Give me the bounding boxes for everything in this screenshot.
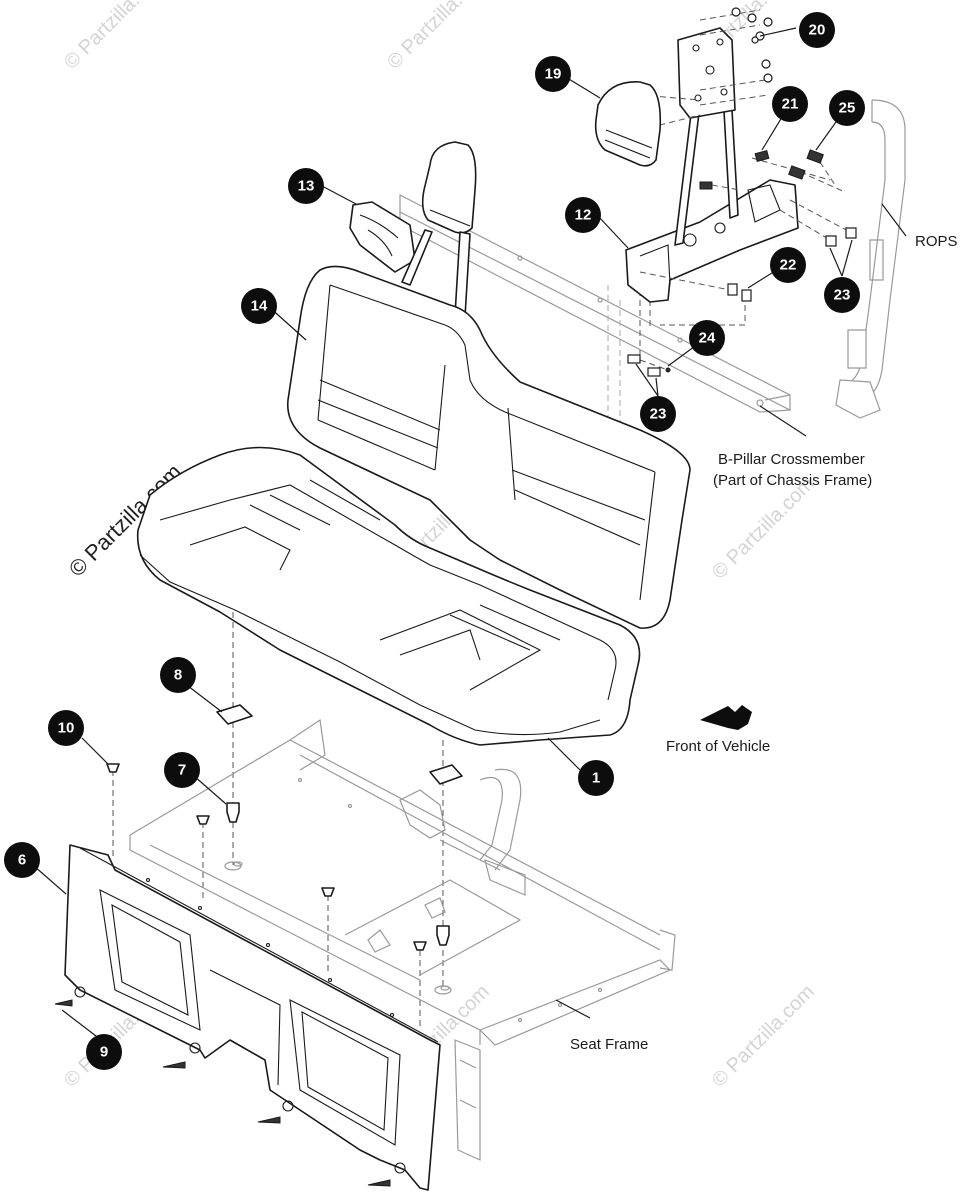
seat-bottom-1 bbox=[136, 446, 641, 746]
b-pillar-label-line1: B-Pillar Crossmember bbox=[718, 451, 865, 468]
fasteners-10 bbox=[106, 763, 427, 951]
callout-1: 1 bbox=[578, 760, 614, 796]
pads-8 bbox=[216, 704, 463, 785]
watermark: © Partzilla.com bbox=[60, 0, 171, 74]
callout-label: 23 bbox=[650, 406, 667, 423]
callout-24: 24 bbox=[689, 320, 725, 356]
callout-label: 7 bbox=[178, 762, 186, 779]
callout-label: 23 bbox=[834, 287, 851, 304]
rear-panel-6 bbox=[64, 844, 441, 1191]
nuts-23-lower bbox=[627, 354, 671, 377]
callout-10: 10 bbox=[48, 710, 84, 746]
dash-line bbox=[699, 94, 769, 106]
screw-25 bbox=[788, 149, 846, 193]
callout-label: 8 bbox=[174, 667, 182, 684]
callout-13: 13 bbox=[288, 168, 324, 204]
callout-6: 6 bbox=[4, 842, 40, 878]
watermark: © Partzilla.com bbox=[383, 0, 494, 74]
callout-20: 20 bbox=[799, 12, 835, 48]
seat-frame-label: Seat Frame bbox=[570, 1036, 648, 1053]
callout-label: 22 bbox=[780, 257, 797, 274]
rops-label: ROPS bbox=[915, 233, 958, 250]
callout-label: 12 bbox=[575, 207, 592, 224]
callout-label: 21 bbox=[782, 96, 799, 113]
callout-23-lower: 23 bbox=[640, 396, 676, 432]
dash-line bbox=[699, 24, 761, 36]
callout-label: 9 bbox=[100, 1044, 108, 1061]
callout-label: 6 bbox=[18, 852, 26, 869]
callout-label: 13 bbox=[298, 178, 315, 195]
watermark: © Partzilla.com bbox=[708, 981, 819, 1092]
callout-label: 24 bbox=[699, 330, 716, 347]
nuts-23-upper bbox=[779, 199, 857, 247]
callout-22: 22 bbox=[770, 247, 806, 283]
bracket-13 bbox=[349, 201, 416, 273]
fasteners-7 bbox=[226, 802, 450, 946]
watermark: © Partzilla.com bbox=[708, 473, 819, 584]
callout-label: 10 bbox=[58, 720, 75, 737]
callout-label: 14 bbox=[251, 298, 268, 315]
callout-label: 19 bbox=[545, 66, 562, 83]
callout-21: 21 bbox=[772, 86, 808, 122]
front-arrow-icon bbox=[700, 705, 752, 730]
callout-19: 19 bbox=[535, 56, 571, 92]
screws-9 bbox=[54, 999, 391, 1187]
callout-label: 20 bbox=[809, 22, 826, 39]
callout-7: 7 bbox=[164, 752, 200, 788]
seat-back-14 bbox=[287, 265, 691, 629]
bolts-22 bbox=[639, 271, 752, 326]
dash-line bbox=[699, 79, 766, 91]
b-pillar-label-line2: (Part of Chassis Frame) bbox=[713, 472, 872, 489]
callout-label: 25 bbox=[839, 100, 856, 117]
callout-8: 8 bbox=[160, 657, 196, 693]
screw-bracket bbox=[699, 181, 741, 191]
callout-14: 14 bbox=[241, 288, 277, 324]
rops-tube bbox=[835, 99, 906, 419]
front-of-vehicle-label: Front of Vehicle bbox=[666, 738, 770, 755]
callout-9: 9 bbox=[86, 1034, 122, 1070]
callout-12: 12 bbox=[565, 197, 601, 233]
headrest-mount-plate bbox=[677, 27, 736, 119]
dash-line bbox=[699, 9, 761, 21]
callout-23-upper: 23 bbox=[824, 277, 860, 313]
headrest-19 bbox=[594, 81, 662, 167]
seat-frame bbox=[129, 718, 676, 1161]
screw-set-20 bbox=[731, 7, 773, 83]
callout-25: 25 bbox=[829, 90, 865, 126]
callout-label: 1 bbox=[592, 770, 600, 787]
backrest-headrest-left bbox=[401, 141, 477, 318]
